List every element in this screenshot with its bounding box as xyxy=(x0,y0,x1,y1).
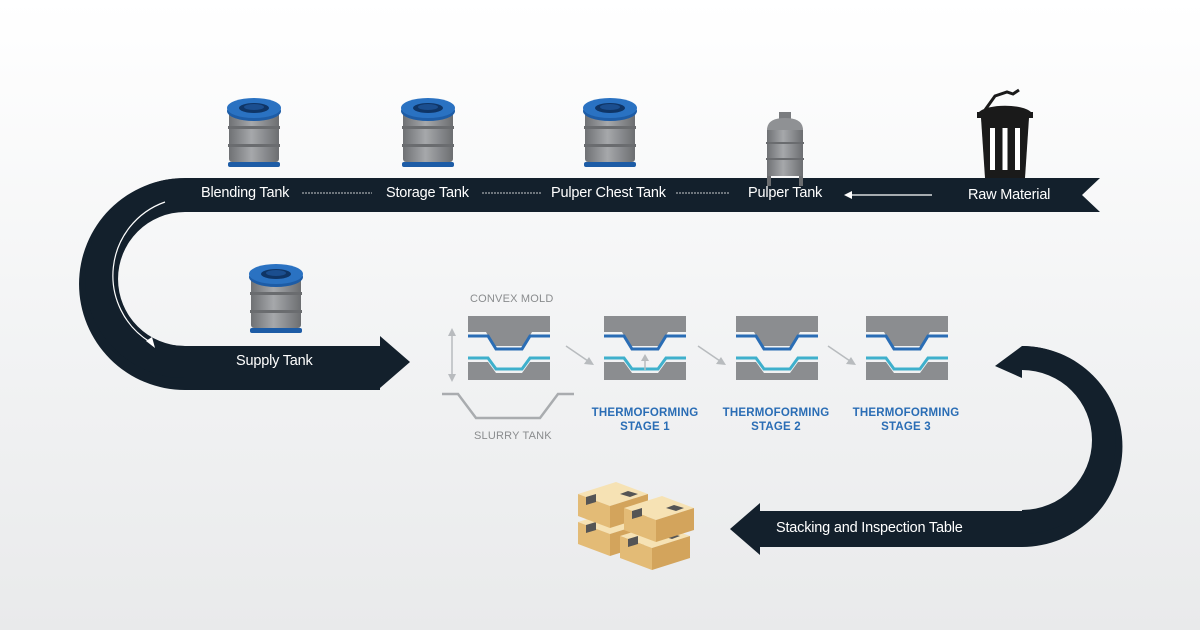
label-blending-tank: Blending Tank xyxy=(201,185,290,201)
pulper-tank-icon xyxy=(766,112,804,186)
mold-press-icon xyxy=(466,314,552,382)
stage-label-2-line2: STAGE 2 xyxy=(751,421,801,433)
label-raw-material: Raw Material xyxy=(968,187,1051,203)
u-turn-arrow xyxy=(112,201,166,348)
raw-to-pulper-arrow xyxy=(844,191,932,199)
stage-arrow-heads xyxy=(584,357,856,365)
stage-label-3-line2: STAGE 3 xyxy=(881,421,931,433)
stage-label-2-line1: THERMOFORMING xyxy=(722,407,830,419)
tank-icon-blending xyxy=(227,98,281,167)
label-slurry-tank: SLURRY TANK xyxy=(474,430,552,442)
stage-label-1-line2: STAGE 1 xyxy=(620,421,670,433)
label-storage-tank: Storage Tank xyxy=(386,185,469,201)
stacked-boxes-icon xyxy=(578,482,694,570)
stage-arrows xyxy=(565,345,851,362)
label-convex-mold: CONVEX MOLD xyxy=(470,293,554,305)
top-band xyxy=(185,178,1100,212)
stage1-up-arrow xyxy=(641,354,649,370)
mold-press-icon-stage-3 xyxy=(864,314,950,382)
stage-label-2: THERMOFORMING STAGE 2 xyxy=(716,406,836,434)
tank-icon-pulper-chest xyxy=(583,98,637,167)
mold-press-icon-stage-1 xyxy=(602,314,688,382)
trash-can-icon xyxy=(977,88,1033,178)
stage-label-1-line1: THERMOFORMING xyxy=(591,407,699,419)
label-pulper-tank: Pulper Tank xyxy=(748,185,823,201)
stage-label-3-line1: THERMOFORMING xyxy=(852,407,960,419)
tank-icon-storage xyxy=(401,98,455,167)
slurry-mold xyxy=(442,314,574,420)
stage-label-3: THERMOFORMING STAGE 3 xyxy=(846,406,966,434)
label-stacking-table: Stacking and Inspection Table xyxy=(776,520,963,536)
label-pulper-chest-tank: Pulper Chest Tank xyxy=(551,185,666,201)
tank-icon-supply xyxy=(249,264,303,333)
label-supply-tank: Supply Tank xyxy=(236,353,313,369)
left-u-turn xyxy=(79,178,410,390)
mold-press-icon-stage-2 xyxy=(734,314,820,382)
right-u-turn xyxy=(730,346,1123,555)
stage-label-1: THERMOFORMING STAGE 1 xyxy=(585,406,705,434)
